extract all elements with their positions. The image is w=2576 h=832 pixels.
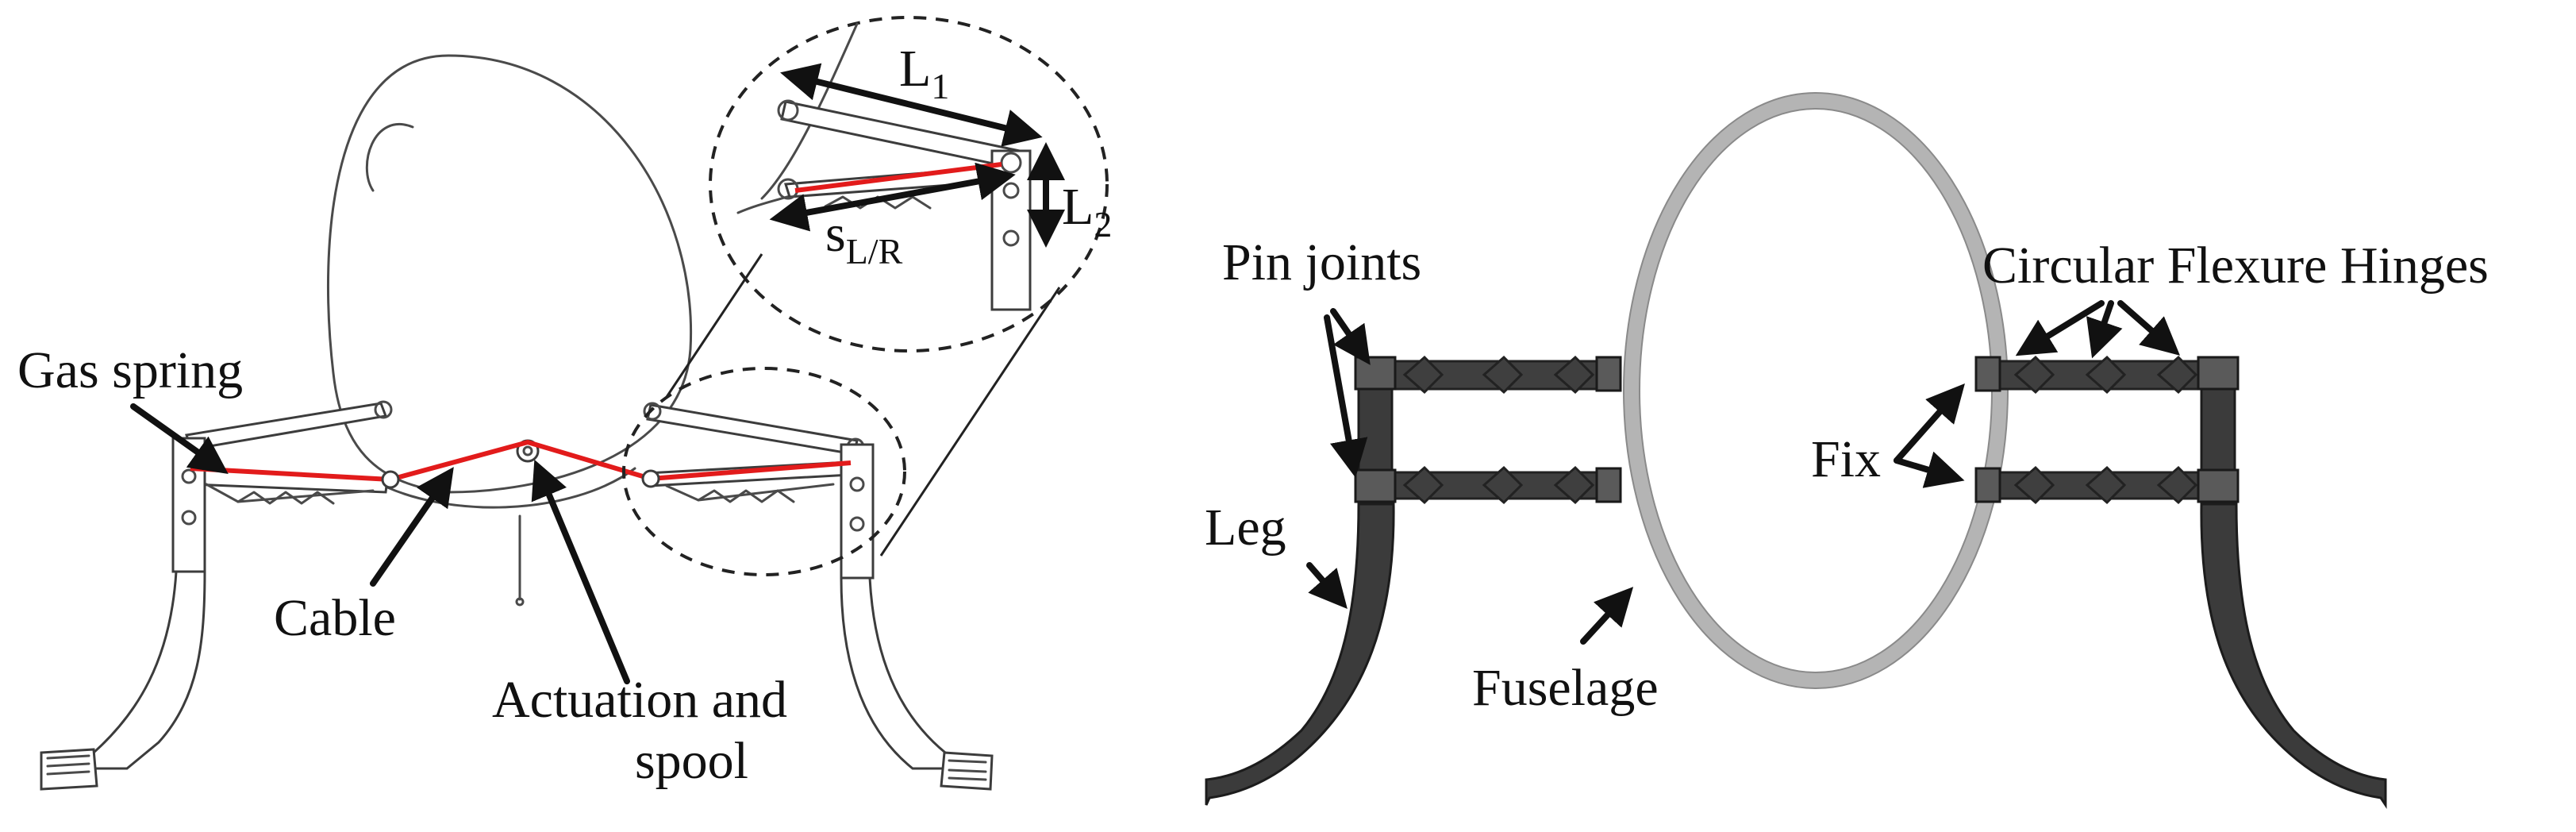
gas-spring-arrow — [130, 403, 229, 474]
pin-joints-arrow-upper — [1330, 308, 1371, 365]
lower-hull — [371, 467, 636, 509]
label-l2-sub: 2 — [1094, 204, 1112, 245]
label-fuselage: Fuselage — [1472, 659, 1659, 717]
cable-line — [190, 440, 852, 482]
left-leg-outline — [86, 570, 206, 770]
inset-circle — [709, 16, 1109, 352]
right-linkage — [1974, 355, 2240, 514]
right-panel-model — [1205, 92, 2387, 809]
s-arrow — [769, 162, 1016, 232]
label-leg: Leg — [1205, 499, 1286, 557]
label-l2-main: L — [1062, 178, 1094, 236]
left-foot — [40, 748, 98, 791]
label-l1-sub: 1 — [931, 66, 949, 106]
inset-detail — [709, 16, 1109, 352]
body-bump — [365, 123, 414, 192]
pin-joints-arrow-lower — [1324, 314, 1368, 478]
right-leg-outline — [840, 576, 954, 770]
label-l1-main: L — [899, 40, 931, 98]
right-arm-assembly — [643, 402, 875, 580]
fix-arrow-lower — [1894, 451, 1965, 488]
antenna-tip — [515, 597, 525, 607]
left-arm-assembly — [171, 400, 393, 573]
fuselage-arrow — [1580, 587, 1634, 645]
right-leg — [2200, 503, 2387, 809]
label-l1: L1 — [899, 40, 949, 106]
label-s-main: s — [825, 205, 846, 263]
zoom-connector-upper — [665, 253, 763, 398]
label-gas-spring: Gas spring — [17, 341, 243, 399]
flexure-arrow-3 — [2117, 300, 2181, 356]
left-leg — [1205, 503, 1395, 806]
zoom-connector-lower — [879, 287, 1061, 557]
actuation-arrow — [531, 459, 630, 684]
label-s-sub: L/R — [846, 231, 903, 272]
cable-arrow — [370, 467, 454, 587]
leg-arrow — [1306, 562, 1348, 610]
fix-arrow-upper — [1894, 383, 1965, 464]
label-l2: L2 — [1062, 178, 1112, 245]
flexure-arrow-2 — [2086, 300, 2123, 359]
flexure-arrow-1 — [2015, 300, 2105, 356]
l1-arrow — [780, 63, 1043, 147]
left-linkage — [1354, 355, 1622, 514]
label-s: sL/R — [825, 205, 903, 272]
zoom-source-circle — [622, 367, 906, 576]
left-panel-mechanism-drawing — [40, 16, 1109, 791]
label-fix: Fix — [1811, 430, 1881, 488]
fuselage-ring — [1624, 93, 2008, 688]
label-actuation-line2: spool — [635, 732, 748, 790]
label-pin-joints: Pin joints — [1222, 233, 1421, 291]
label-actuation-line1: Actuation and — [492, 671, 787, 729]
label-circular-flexure-hinges: Circular Flexure Hinges — [1982, 237, 2489, 295]
label-cable: Cable — [274, 589, 396, 647]
body-outline — [326, 54, 693, 494]
